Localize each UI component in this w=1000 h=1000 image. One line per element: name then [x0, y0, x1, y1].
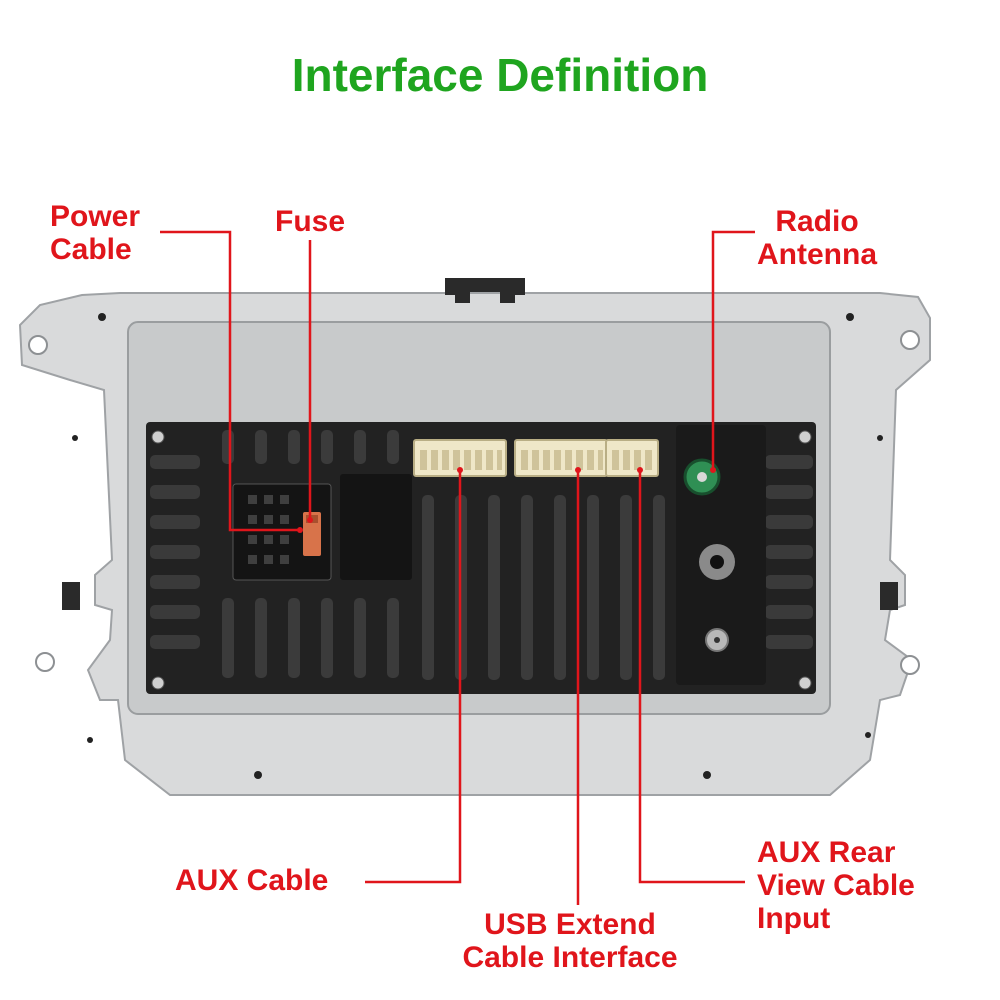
label-aux-cable-text: AUX Cable: [175, 864, 329, 897]
screw: [151, 430, 165, 444]
rear-view-connector-pins: [612, 450, 652, 470]
label-fuse: Fuse: [275, 205, 345, 238]
screw: [865, 732, 871, 738]
label-radio-antenna-line-2: Antenna: [757, 238, 877, 271]
mount-hole-right-low: [900, 655, 920, 675]
screw: [87, 737, 93, 743]
mount-hole-left: [28, 335, 48, 355]
screw: [254, 771, 262, 779]
page-title: Interface Definition: [291, 49, 709, 101]
round-port-center: [710, 555, 724, 569]
label-radio-antenna-line-1: Radio: [775, 205, 859, 238]
screw: [798, 676, 812, 690]
label-aux-rear-view-line-2: View Cable: [757, 869, 915, 902]
label-usb-extend: USB Extend Cable Interface: [440, 908, 700, 974]
screw: [98, 313, 106, 321]
label-power-cable: Power Cable: [50, 200, 140, 266]
bracket-top-tab: [445, 278, 525, 303]
connector-housing: [340, 474, 412, 580]
mount-hole-left-low: [35, 652, 55, 672]
screw: [151, 676, 165, 690]
screw: [798, 430, 812, 444]
screw: [703, 771, 711, 779]
label-fuse-text: Fuse: [275, 205, 346, 238]
label-usb-extend-line-2: Cable Interface: [462, 941, 678, 974]
label-power-cable-line-1: Power: [50, 200, 141, 233]
label-power-cable-line-2: Cable: [50, 233, 132, 266]
fuse-cap: [306, 515, 318, 523]
label-aux-cable: AUX Cable: [175, 864, 328, 897]
usb-connector-pins: [521, 450, 603, 470]
radio-antenna-pin: [697, 472, 707, 482]
screw: [846, 313, 854, 321]
label-radio-antenna: Radio Antenna: [757, 205, 877, 271]
label-usb-extend-line-1: USB Extend: [484, 908, 656, 941]
side-clip-right: [880, 582, 898, 610]
heatsink-fins-right: [765, 455, 813, 649]
label-aux-rear-view-line-1: AUX Rear: [757, 836, 896, 869]
label-aux-rear-view: AUX Rear View Cable Input: [757, 836, 915, 935]
screw: [877, 435, 883, 441]
label-aux-rear-view-line-3: Input: [757, 902, 831, 935]
mount-hole-right: [900, 330, 920, 350]
side-clip-left: [62, 582, 80, 610]
aux-connector-pins: [420, 450, 502, 470]
gps-socket-pin: [714, 637, 720, 643]
screw: [72, 435, 78, 441]
